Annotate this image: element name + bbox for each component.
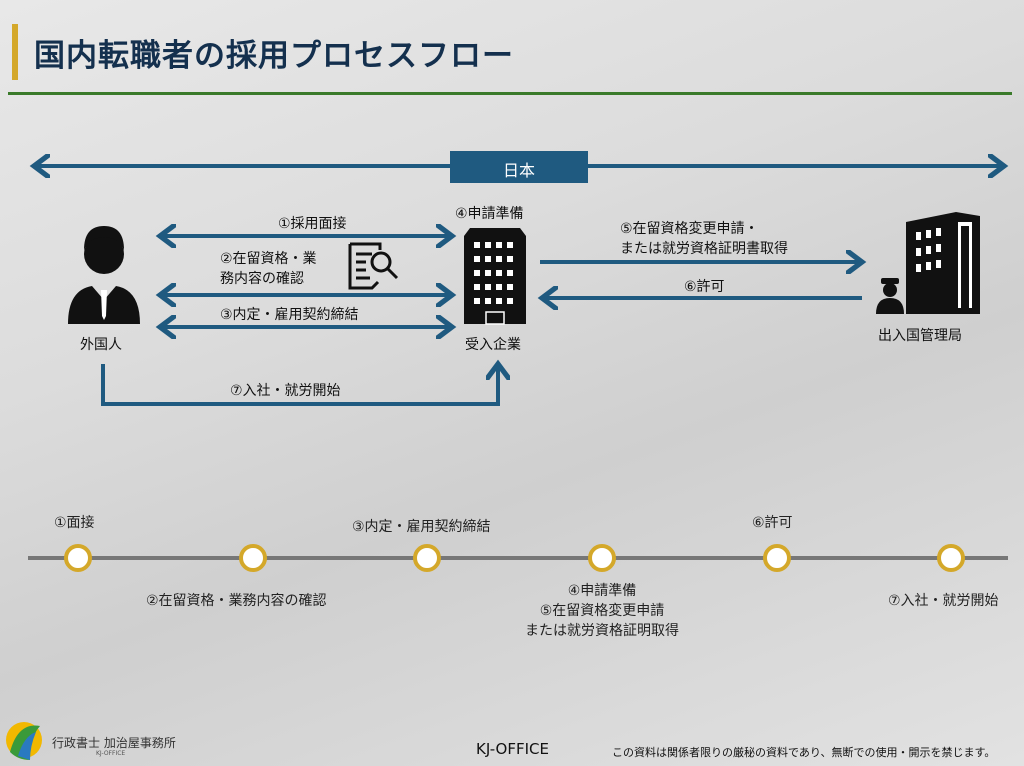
title-rule [8,92,1012,95]
timeline-label-2: ②在留資格・業務内容の確認 [146,593,327,609]
timeline-label-5b: または就労資格証明取得 [525,623,679,639]
timeline-label-3: ③内定・雇用契約締結 [352,519,491,535]
office-sub: KJ-OFFICE [96,750,126,757]
step4-label: ④申請準備 [455,206,524,222]
step2-label-line1: ②在留資格・業 [220,251,317,267]
person-icon [68,226,140,324]
immigration-label: 出入国管理局 [878,328,962,344]
timeline-node-2 [239,544,267,572]
step6-label: ⑥許可 [684,279,725,295]
step7-label: ⑦入社・就労開始 [230,383,341,399]
office-logo [6,722,42,760]
timeline-node-4 [588,544,616,572]
timeline-node-5 [763,544,791,572]
step2-label-line2: 務内容の確認 [220,271,304,287]
timeline-label-6: ⑥許可 [752,515,793,531]
timeline-label-4: ④申請準備 [567,583,637,599]
foreigner-label: 外国人 [80,337,122,353]
japan-label-box [450,151,588,183]
step1-label: ①採用面接 [278,216,347,232]
step3-label: ③内定・雇用契約締結 [220,307,359,323]
timeline-node-1 [64,544,92,572]
immigration-office-icon [876,212,980,314]
office-name: 行政書士 加治屋事務所 [52,736,176,750]
footer-brand: KJ-OFFICE [476,740,549,758]
timeline-label-7: ⑦入社・就労開始 [888,593,999,609]
japan-label: 日本 [502,161,535,180]
company-label: 受入企業 [465,337,521,353]
title-accent-bar [12,24,18,80]
document-search-icon [348,242,399,290]
timeline-label-1: ①面接 [54,515,95,531]
timeline-node-6 [937,544,965,572]
step5-label-line2: または就労資格証明書取得 [620,241,788,257]
footer-notice: この資料は関係者限りの厳秘の資料であり、無断での使用・開示を禁じます。 [612,746,996,759]
timeline-node-3 [413,544,441,572]
company-building-icon [464,228,526,325]
step5-label-line1: ⑤在留資格変更申請・ [620,221,759,237]
page-title: 国内転職者の採用プロセスフロー [34,38,514,74]
timeline-label-5: ⑤在留資格変更申請 [539,603,665,619]
arrow-step7 [101,364,498,406]
